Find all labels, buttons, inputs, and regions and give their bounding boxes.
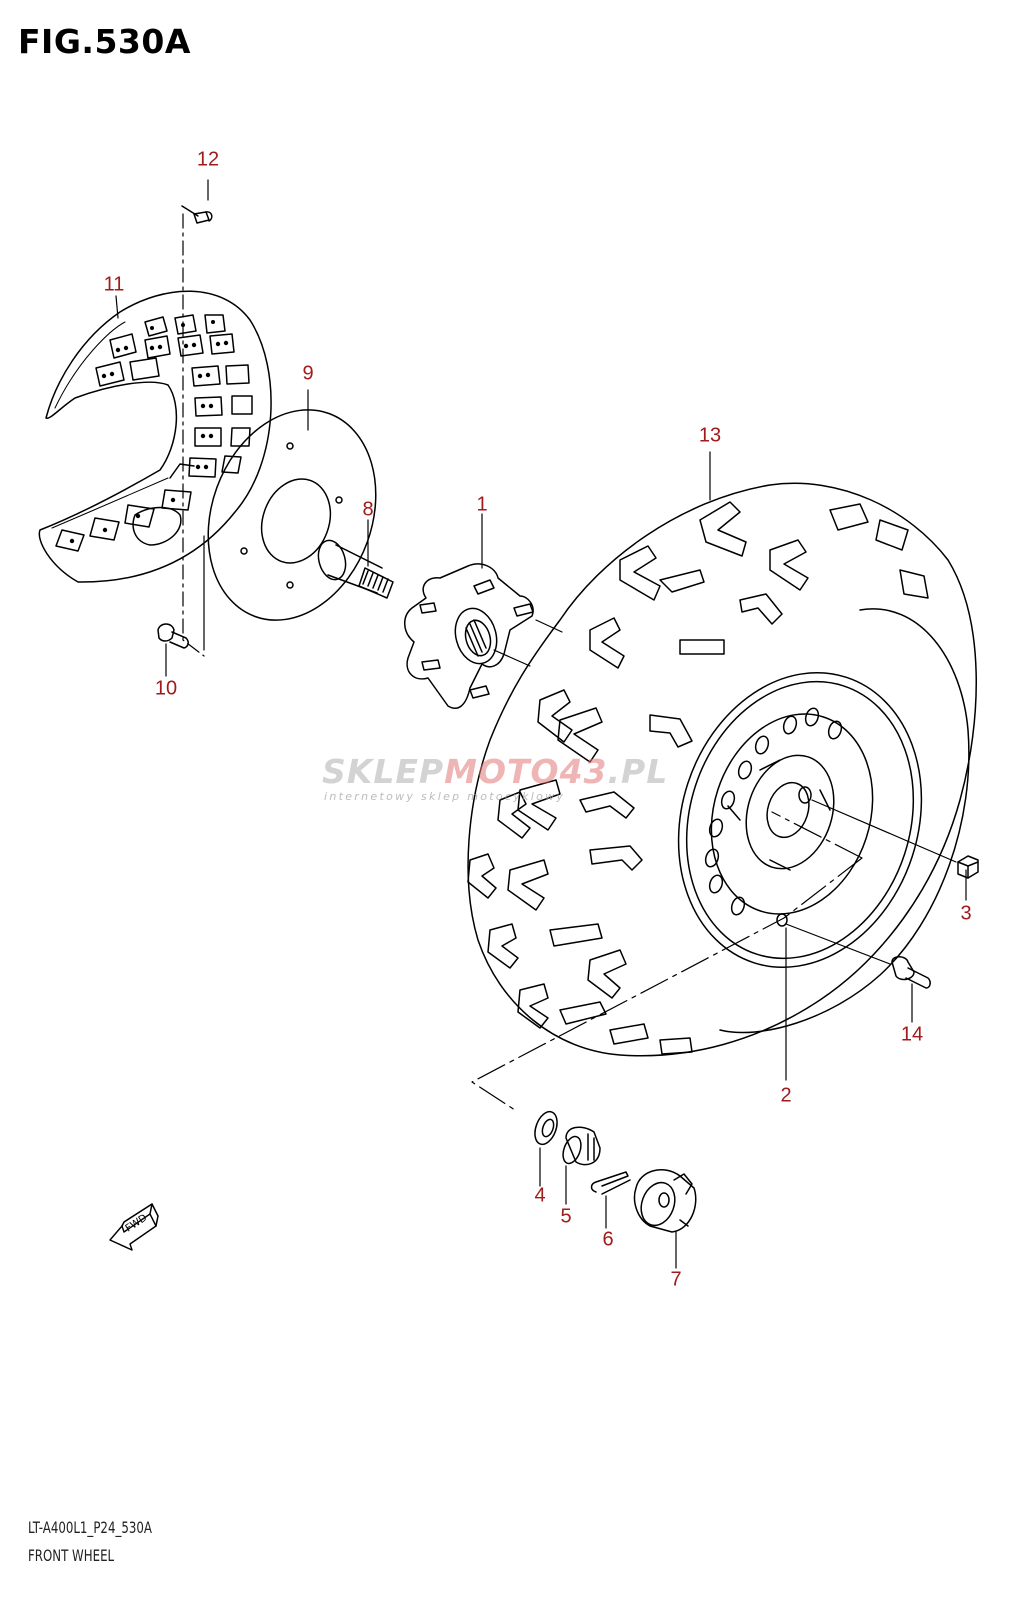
callout-14[interactable]: 14 xyxy=(900,1023,924,1046)
screw-10-drawing xyxy=(157,623,189,649)
leader-12-10 xyxy=(182,213,205,657)
screw-12-drawing xyxy=(181,205,213,224)
leader-axle-hardware xyxy=(471,811,863,1113)
watermark-brand-num: 43 xyxy=(559,752,608,791)
watermark-brand-main: SKLEP xyxy=(322,752,445,791)
atv-tire xyxy=(467,482,977,1057)
figure-code: LT-A400L1_P24_530A xyxy=(28,1518,152,1537)
callout-9[interactable]: 9 xyxy=(302,362,314,385)
brake-disc xyxy=(207,409,377,621)
figure-name: FRONT WHEEL xyxy=(28,1546,115,1565)
callout-5[interactable]: 5 xyxy=(560,1205,572,1228)
watermark-brand-tld: .PL xyxy=(607,752,669,791)
disc-guard-plate xyxy=(38,290,272,583)
callout-12[interactable]: 12 xyxy=(196,148,220,171)
callout-4[interactable]: 4 xyxy=(534,1184,546,1207)
valve-14-drawing xyxy=(891,956,931,989)
axle-shaft xyxy=(317,539,394,599)
fwd-arrow-icon: FWD xyxy=(109,1203,159,1251)
nut-3-drawing xyxy=(957,855,979,879)
wheel-hub xyxy=(404,563,534,709)
watermark-brand: SKLEPMOTO43.PL xyxy=(322,752,668,791)
callout-8[interactable]: 8 xyxy=(362,498,374,521)
washer-4-drawing xyxy=(534,1110,558,1146)
callout-6[interactable]: 6 xyxy=(602,1228,614,1251)
watermark-tagline: internetowy sklep motocyklowy xyxy=(324,790,566,803)
callout-10[interactable]: 10 xyxy=(154,677,178,700)
castle-nut-5-drawing xyxy=(562,1126,601,1166)
callout-1[interactable]: 1 xyxy=(476,493,488,516)
callout-11[interactable]: 11 xyxy=(103,273,125,296)
figure-title: FIG.530A xyxy=(18,22,191,61)
cotter-pin-6-drawing xyxy=(590,1171,631,1195)
callout-3[interactable]: 3 xyxy=(960,902,972,925)
callout-2[interactable]: 2 xyxy=(780,1084,792,1107)
callout-13[interactable]: 13 xyxy=(698,424,722,447)
callout-7[interactable]: 7 xyxy=(670,1268,682,1291)
hub-cap-7-drawing xyxy=(633,1169,697,1233)
watermark-brand-accent: MOTO xyxy=(444,752,560,791)
wheel-rim xyxy=(677,672,923,968)
